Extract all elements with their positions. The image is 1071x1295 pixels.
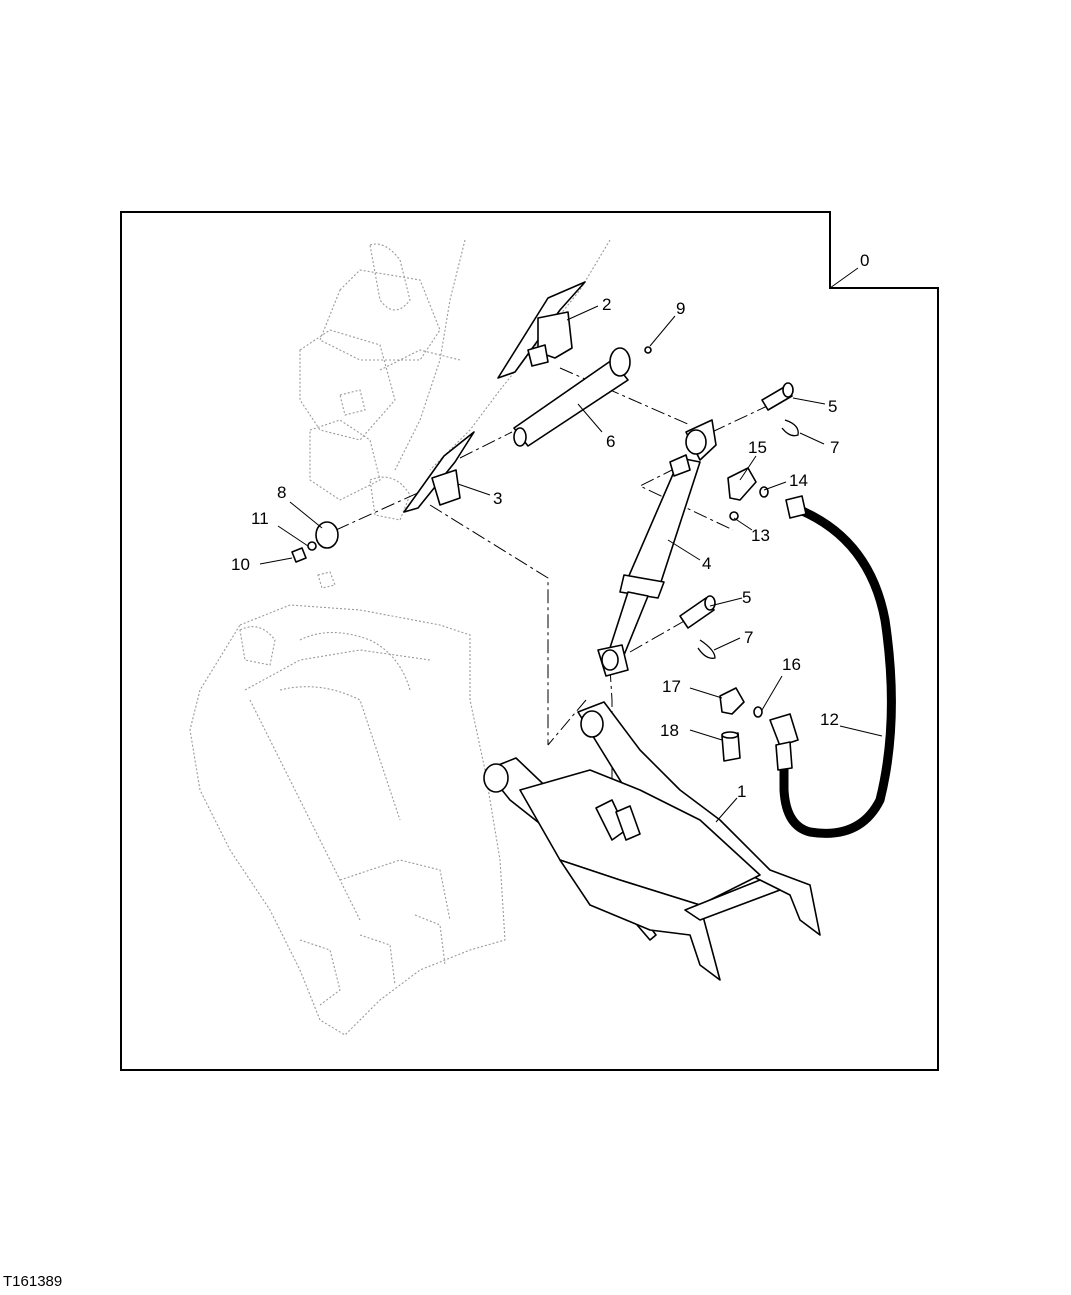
- callout-8: 8: [277, 483, 286, 502]
- part-pin-shaft: [513, 347, 631, 447]
- leader-lines: [259, 267, 883, 823]
- callout-0: 0: [860, 251, 869, 270]
- diagram-frame: [120, 211, 939, 1071]
- part-hydraulic-cylinder: [597, 419, 717, 677]
- part-upper-bracket: [497, 281, 586, 379]
- callout-5a: 5: [828, 397, 837, 416]
- callout-7a: 7: [830, 438, 839, 457]
- figure-id-label: T161389: [3, 1273, 63, 1290]
- callout-13: 13: [751, 526, 770, 545]
- callout-10: 10: [231, 555, 250, 574]
- callout-2: 2: [602, 295, 611, 314]
- callout-4: 4: [702, 554, 711, 573]
- callout-18: 18: [660, 721, 679, 740]
- part-pin-lower: [679, 595, 716, 659]
- assembly-centerlines: [335, 367, 781, 800]
- callout-9: 9: [676, 299, 685, 318]
- callout-7b: 7: [744, 628, 753, 647]
- callout-14: 14: [789, 471, 808, 490]
- part-hydraulic-hose: [769, 495, 896, 838]
- callout-12: 12: [820, 710, 839, 729]
- part-lower-bracket: [403, 431, 475, 513]
- callout-3: 3: [493, 489, 502, 508]
- part-elbow-fitting-lower: [719, 687, 763, 762]
- part-elbow-fitting-upper: [727, 467, 769, 521]
- part-grease-fitting: [644, 346, 652, 354]
- part-pin-upper: [761, 382, 799, 437]
- callout-5b: 5: [742, 588, 751, 607]
- part-quick-coupler: [483, 701, 821, 981]
- callout-1: 1: [737, 782, 746, 801]
- callout-16: 16: [782, 655, 801, 674]
- callout-15: 15: [748, 438, 767, 457]
- ghost-bucket-outline: [189, 604, 506, 1036]
- callout-6: 6: [606, 432, 615, 451]
- callout-17: 17: [662, 677, 681, 696]
- callout-11: 11: [251, 509, 269, 528]
- part-washer-bolt: [291, 521, 339, 563]
